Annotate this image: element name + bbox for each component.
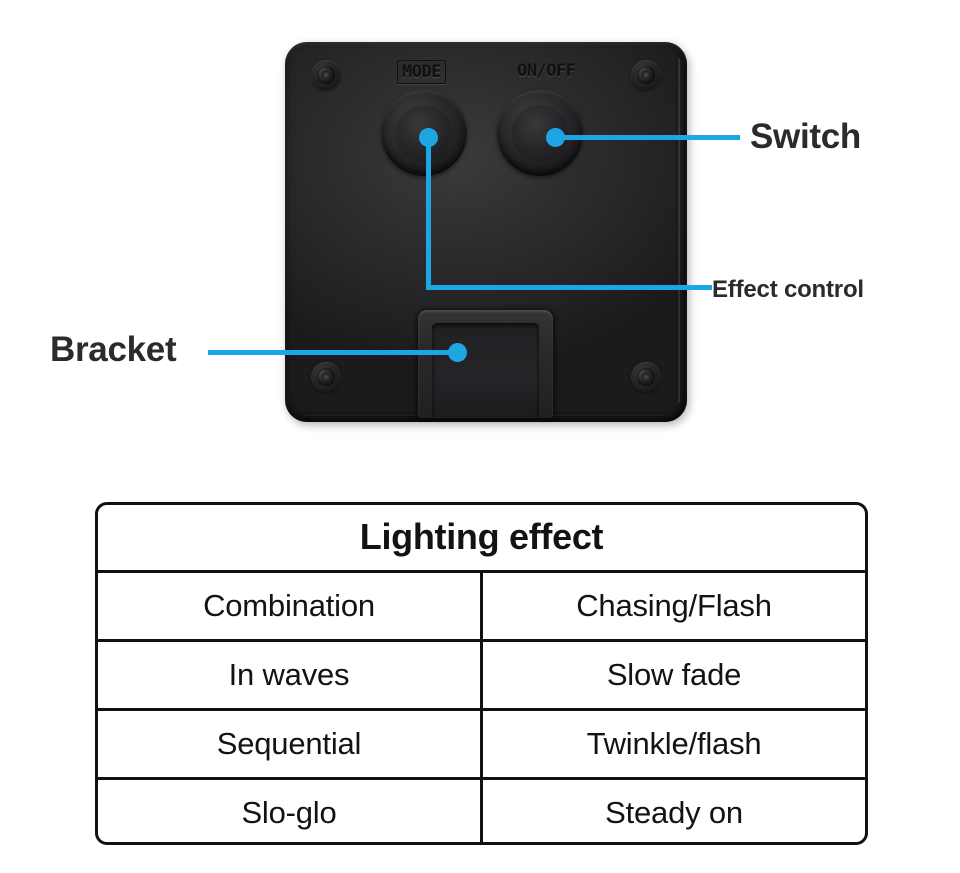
lighting-effect-table-grid: Lighting effect Combination Chasing/Flas… <box>98 505 865 842</box>
callout-line-effect-control-vertical <box>426 140 431 288</box>
effect-cell: Twinkle/flash <box>481 709 865 780</box>
product-photo-area: MODE ON/OFF Switch Effect control Bracke… <box>50 42 864 422</box>
screw-top-right <box>631 60 661 90</box>
effect-cell: In waves <box>98 640 483 711</box>
callout-label-effect-control: Effect control <box>712 276 864 303</box>
table-body: Combination Chasing/Flash In waves Slow … <box>98 571 865 842</box>
table-row: Slo-glo Steady on <box>98 778 865 842</box>
table-row: Sequential Twinkle/flash <box>98 709 865 780</box>
table-title: Lighting effect <box>98 505 865 573</box>
table-title-row: Lighting effect <box>98 505 865 573</box>
callout-dot-effect-control <box>419 128 438 147</box>
led-controller-device: MODE ON/OFF <box>285 42 687 422</box>
device-right-edge-highlight <box>676 58 680 403</box>
lighting-effect-table: Lighting effect Combination Chasing/Flas… <box>95 502 868 845</box>
table-row: In waves Slow fade <box>98 640 865 711</box>
mounting-bracket-recess <box>432 323 539 418</box>
callout-dot-bracket <box>448 343 467 362</box>
effect-cell: Chasing/Flash <box>481 571 865 642</box>
table-row: Combination Chasing/Flash <box>98 571 865 642</box>
effect-cell: Slow fade <box>481 640 865 711</box>
effect-cell: Steady on <box>605 795 743 831</box>
callout-line-effect-control-horizontal <box>426 285 712 290</box>
screw-top-left <box>311 60 341 90</box>
mode-engraved-label: MODE <box>397 60 446 84</box>
callout-label-bracket: Bracket <box>50 330 177 369</box>
effect-cell: Slo-glo <box>98 778 483 842</box>
callout-dot-switch <box>546 128 565 147</box>
power-button[interactable] <box>497 90 583 176</box>
screw-bottom-left <box>311 362 341 392</box>
screw-bottom-right <box>631 362 661 392</box>
callout-line-switch <box>560 135 740 140</box>
table-head: Lighting effect <box>98 505 865 573</box>
callout-line-bracket <box>208 350 456 355</box>
onoff-engraved-label: ON/OFF <box>517 61 576 81</box>
effect-cell: Sequential <box>98 709 483 780</box>
effect-cell: Combination <box>98 571 483 642</box>
mounting-bracket <box>418 310 553 418</box>
callout-label-switch: Switch <box>750 117 861 156</box>
mode-button[interactable] <box>381 90 467 176</box>
